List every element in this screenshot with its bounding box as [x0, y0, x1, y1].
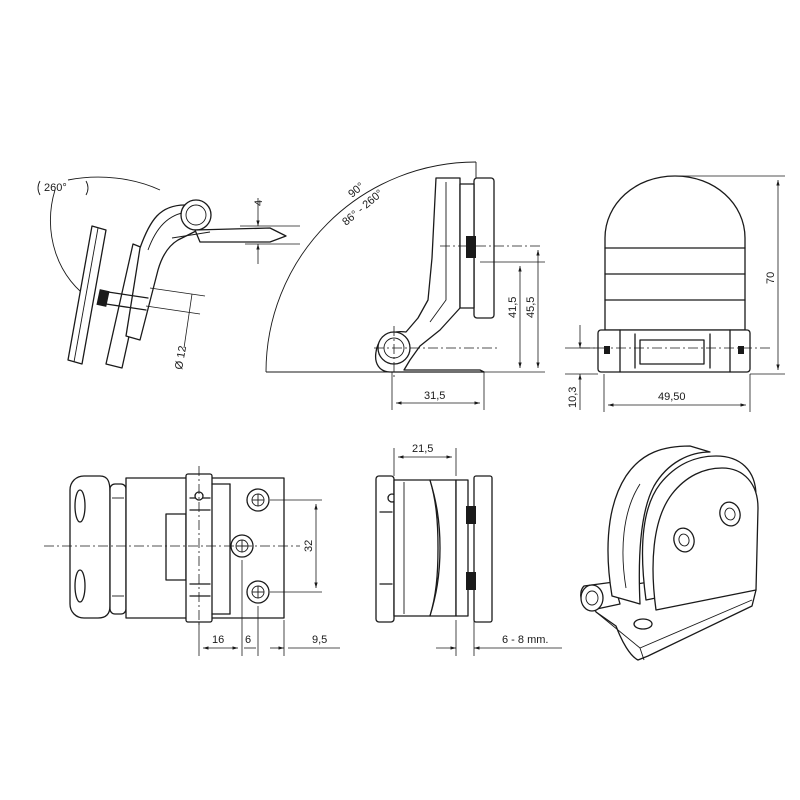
mounting-tongue	[194, 227, 287, 243]
iso-screw-right	[719, 501, 741, 527]
paren-right	[85, 180, 89, 196]
bolt-shank	[105, 291, 149, 311]
side-bolt-top	[466, 506, 476, 524]
screw-top	[246, 488, 270, 512]
width-label-49-50: 49,50	[658, 391, 686, 403]
top-label-21-5: 21,5	[412, 443, 433, 455]
view-isometric	[580, 445, 759, 661]
front-cover	[604, 175, 746, 331]
profile-bolt-head	[466, 236, 476, 258]
rotation-arc-top	[67, 176, 161, 191]
plate-hole-top	[74, 489, 86, 523]
angle-label-86-260: 86° - 260°	[340, 187, 385, 228]
dim-diameter-line	[183, 293, 193, 349]
screw-bottom	[246, 580, 270, 604]
plate-hole-bottom	[74, 569, 86, 603]
glass-plate-left	[67, 225, 107, 365]
dim-label-9-5: 9,5	[312, 634, 327, 646]
iso-screw-left	[673, 527, 695, 553]
angle-label-90: 90°	[346, 180, 366, 200]
side-bolt-bottom	[466, 572, 476, 590]
view-bottom-side: 21,5 6 - 8 mm.	[375, 443, 562, 656]
height-label-70: 70	[765, 272, 777, 284]
view-side-rotated: 260° 4 Ø 12	[37, 176, 300, 371]
thickness-label-4: 4	[253, 200, 265, 206]
hinge-arm	[125, 204, 201, 341]
side-glass	[455, 479, 469, 617]
paren-left	[37, 180, 41, 196]
view-bottom-plan: 32 16 6 9,5	[44, 466, 340, 656]
iso-body-back	[607, 445, 711, 605]
dim-label-16: 16	[212, 634, 224, 646]
angle-label-260: 260°	[44, 182, 67, 194]
height-label-45-5: 45,5	[525, 297, 537, 318]
side-clamp-plate	[473, 475, 493, 623]
height-label-41-5: 41,5	[507, 297, 519, 318]
glass-label: 6 - 8 mm.	[502, 634, 548, 646]
hinge-leaf	[165, 513, 187, 581]
iso-base-hole-left	[633, 618, 653, 630]
spacing-label-32: 32	[303, 540, 315, 552]
view-front: 70 10,3 49,50	[565, 175, 785, 412]
profile-body	[374, 177, 485, 373]
side-curved-cover	[429, 479, 457, 617]
pivot-knuckle	[180, 199, 212, 231]
front-base-recess	[639, 339, 705, 365]
bottom-spacer	[109, 483, 127, 615]
view-side-profile: 90° 86° - 260° 41,5 45,5 31,5	[265, 161, 545, 410]
clamp-plate-outer	[473, 177, 495, 319]
dim-label-6: 6	[245, 634, 251, 646]
angle-arc	[265, 161, 477, 373]
width-label-31-5: 31,5	[424, 390, 445, 402]
bolt-head	[96, 289, 110, 307]
base-label-10-3: 10,3	[567, 387, 579, 408]
side-body	[393, 479, 439, 617]
diameter-label-12: Ø 12	[173, 345, 189, 371]
